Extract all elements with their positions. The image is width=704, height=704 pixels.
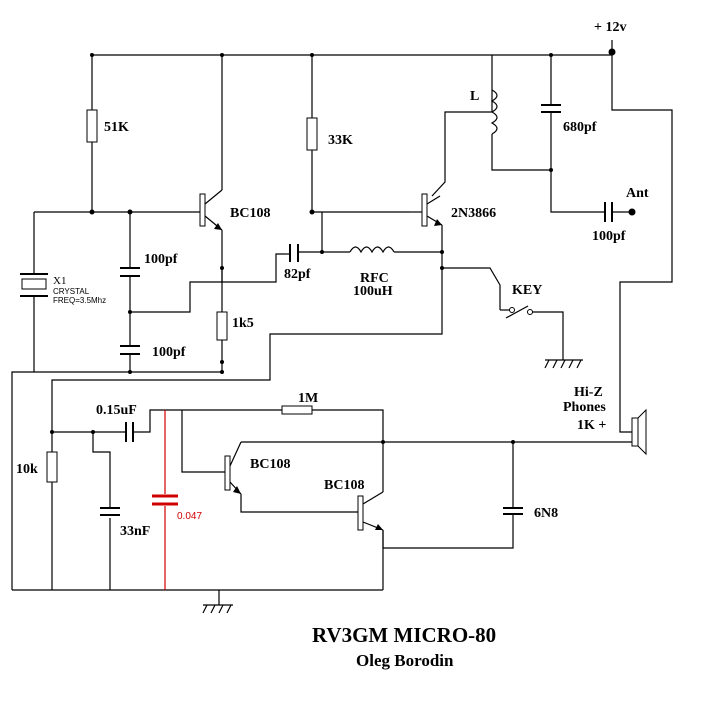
label-100pf-ant: 100pf — [592, 229, 626, 244]
label-q4: BC108 — [324, 478, 364, 493]
capacitor-82pf — [285, 244, 299, 262]
transistor-q2 — [410, 193, 443, 227]
junctions — [50, 53, 553, 444]
label-6n8: 6N8 — [534, 506, 558, 521]
resistor-10k — [46, 451, 58, 483]
label-phones-1: Hi-Z — [574, 385, 603, 400]
resistor-1m — [281, 405, 313, 415]
label-0047: 0.047 — [177, 511, 202, 522]
transistor-q4 — [357, 491, 384, 531]
label-100pf-b: 100pf — [152, 345, 186, 360]
inductor-l — [490, 89, 498, 135]
capacitor-680pf — [541, 104, 561, 120]
label-q3: BC108 — [250, 457, 290, 472]
supply-terminal — [608, 48, 616, 56]
resistor-51k — [86, 109, 98, 143]
label-l: L — [470, 89, 479, 104]
resistor-1k5 — [216, 311, 228, 341]
label-33nf: 33nF — [120, 524, 150, 539]
label-1k5: 1k5 — [232, 316, 254, 331]
label-51k: 51K — [104, 120, 129, 135]
label-ant: Ant — [626, 186, 649, 201]
label-10k: 10k — [16, 462, 38, 477]
capacitor-100pf-a — [120, 267, 140, 277]
antenna-terminal — [628, 208, 636, 216]
resistor-33k — [306, 117, 318, 151]
label-1m: 1M — [298, 391, 318, 406]
capacitor-33nf — [100, 507, 120, 516]
label-q2: 2N3866 — [451, 206, 496, 221]
label-680pf: 680pf — [563, 120, 597, 135]
label-phones-2: Phones — [563, 400, 606, 415]
label-x1: X1 — [53, 275, 66, 287]
phones-speaker — [631, 408, 647, 456]
label-015uf: 0.15uF — [96, 403, 137, 418]
capacitor-015uf — [125, 422, 138, 442]
transistor-q1 — [199, 189, 223, 231]
label-33k: 33K — [328, 133, 353, 148]
label-100uh: 100uH — [353, 284, 393, 299]
label-phones-3: 1K + — [577, 418, 606, 433]
label-rfc: RFC — [360, 271, 389, 286]
diagram-title: RV3GM MICRO-80 — [312, 623, 496, 647]
wiring — [11, 40, 673, 605]
ground-symbol-key — [544, 359, 583, 369]
label-x1-note-1: CRYSTAL — [53, 287, 90, 296]
diagram-author: Oleg Borodin — [356, 651, 454, 670]
crystal-x1 — [20, 273, 48, 297]
capacitor-100pf-ant — [604, 202, 613, 222]
label-x1-note-2: FREQ=3.5Mhz — [53, 296, 106, 305]
label-key: KEY — [512, 283, 542, 298]
label-q1: BC108 — [230, 206, 270, 221]
capacitor-0047-red — [152, 410, 178, 590]
label-82pf: 82pf — [284, 267, 311, 282]
capacitor-6n8 — [503, 507, 523, 530]
transistor-q3 — [224, 441, 242, 495]
label-100pf-a: 100pf — [144, 252, 178, 267]
supply-label: + 12v — [594, 20, 626, 35]
ground-symbol-main — [202, 604, 233, 614]
key-switch — [500, 305, 533, 319]
inductor-rfc — [349, 246, 395, 254]
capacitor-100pf-b — [120, 345, 140, 355]
